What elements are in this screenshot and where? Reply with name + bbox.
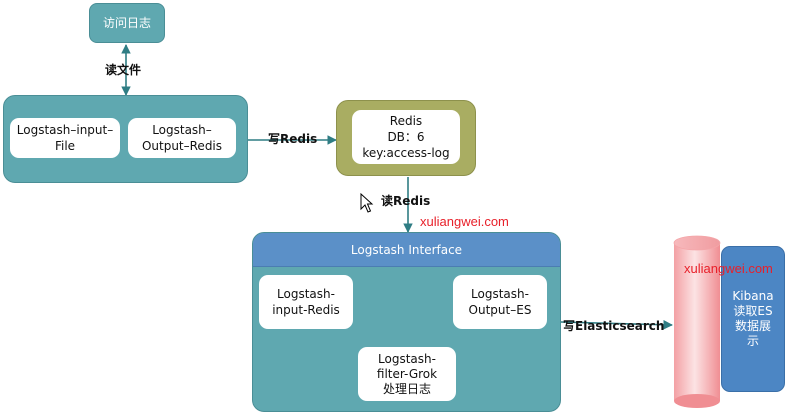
- write-es-arrow: [560, 319, 673, 330]
- redis-label: Redis DB：6 key:access-log: [362, 114, 450, 160]
- kibana-node: Kibana 读取ES 数据展 示: [721, 246, 785, 392]
- logstash-output-redis-node: Logstash– Output–Redis: [128, 118, 236, 158]
- logstash-interface-title: Logstash Interface: [350, 242, 463, 257]
- logstash-input-file-node: Logstash–input– File: [10, 118, 120, 158]
- logstash-output-redis-label: Logstash– Output–Redis: [141, 123, 223, 153]
- logstash-interface-header: Logstash Interface: [253, 233, 560, 267]
- logstash-output-es-label: Logstash- Output–ES: [468, 287, 532, 317]
- write-redis-label: 写Redis: [268, 132, 318, 146]
- logstash-input-redis-node: Logstash- input-Redis: [259, 275, 353, 329]
- redis-node: Redis DB：6 key:access-log: [352, 110, 460, 164]
- logstash-filter-grok-node: Logstash- filter-Grok 处理日志: [358, 347, 456, 401]
- logstash-output-es-node: Logstash- Output–ES: [453, 275, 547, 329]
- logstash-input-file-label: Logstash–input– File: [16, 123, 114, 153]
- read-redis-label: 读Redis: [381, 194, 431, 208]
- write-es-label: 写Elasticsearch: [563, 319, 665, 333]
- read-file-label: 读文件: [105, 63, 142, 77]
- access-log-label: 访问日志: [102, 16, 151, 30]
- elasticsearch-cylinder: [673, 235, 721, 408]
- logstash-input-redis-label: Logstash- input-Redis: [272, 287, 340, 317]
- watermark-text: xuliangwei.com: [420, 214, 509, 229]
- watermark-text-secondary: xuliangwei.com: [684, 261, 773, 276]
- logstash-filter-grok-label: Logstash- filter-Grok 处理日志: [376, 351, 438, 396]
- access-log-node: 访问日志: [89, 3, 165, 43]
- mouse-pointer-icon: [360, 192, 374, 213]
- kibana-label: Kibana 读取ES 数据展 示: [732, 289, 774, 348]
